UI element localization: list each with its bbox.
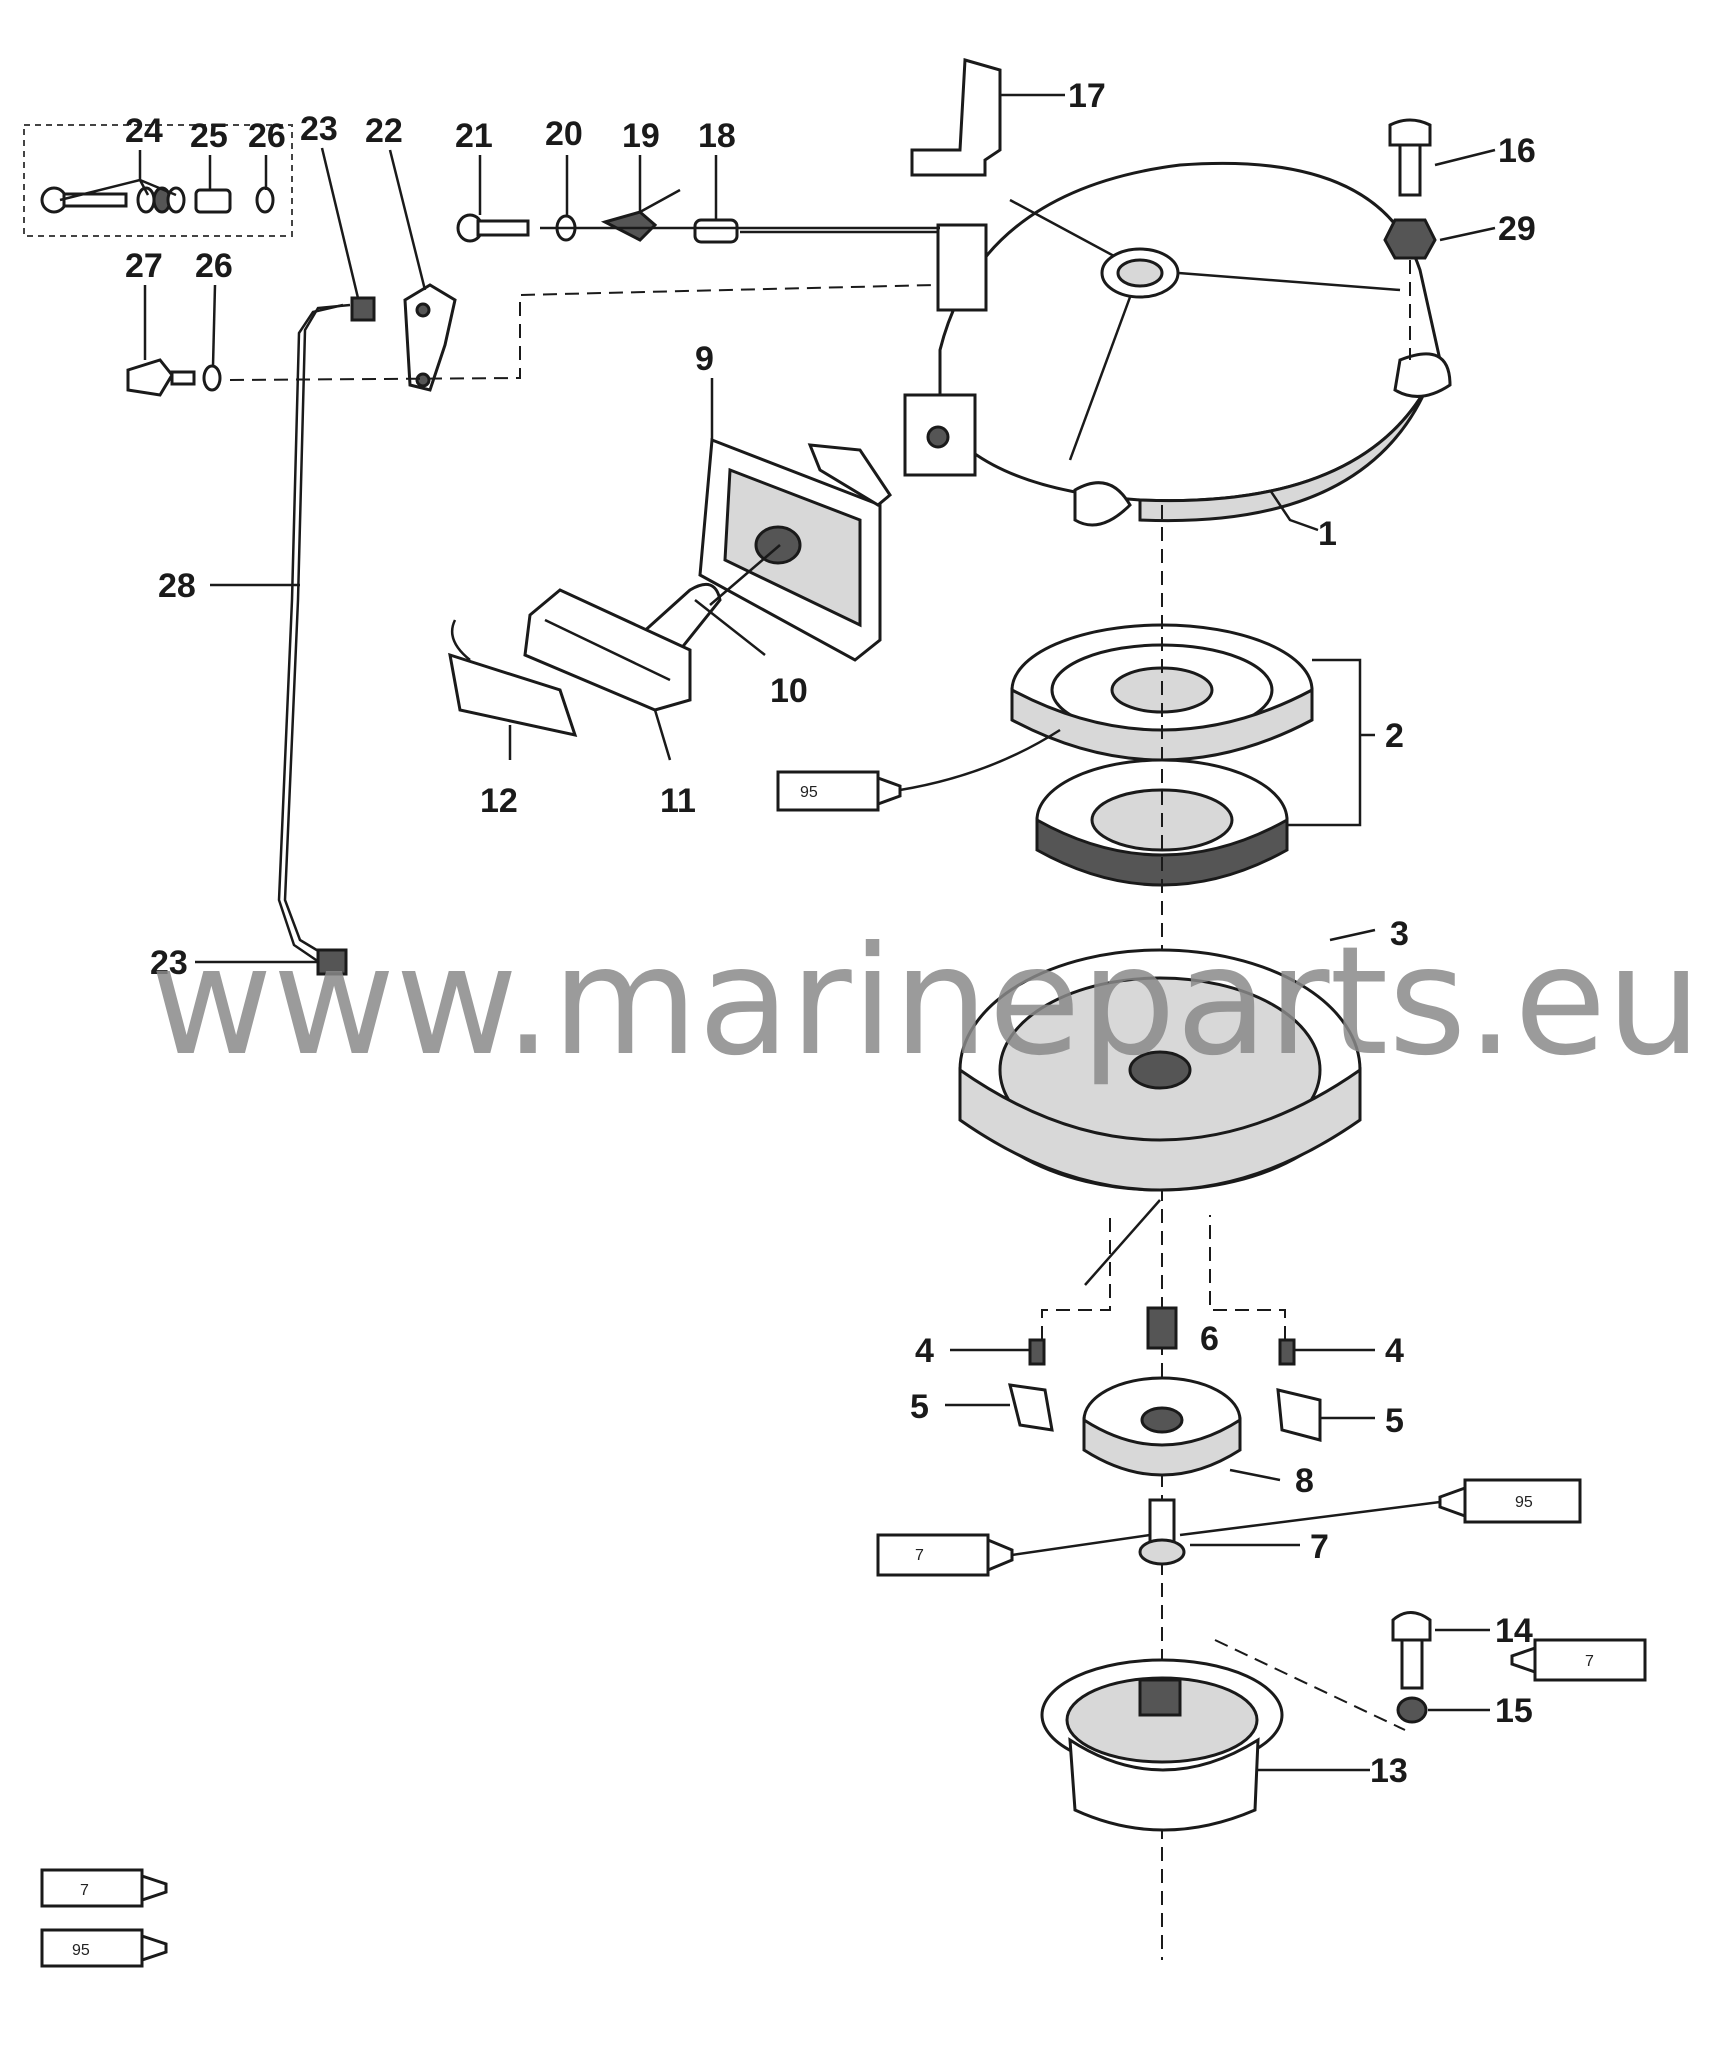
callout-26b: 26 xyxy=(195,247,233,285)
part-16-bolt xyxy=(1388,118,1496,197)
callout-4b: 4 xyxy=(1385,1332,1404,1370)
svg-text:7: 7 xyxy=(1585,1653,1594,1670)
part-5-pawl-right xyxy=(1276,1388,1375,1442)
callout-10: 10 xyxy=(770,672,808,710)
callout-5b: 5 xyxy=(1385,1402,1404,1440)
callout-28: 28 xyxy=(158,567,196,605)
callout-7: 7 xyxy=(1310,1528,1329,1566)
part-26-washer xyxy=(255,186,275,214)
legend-tube-7: 7 xyxy=(40,1868,168,1908)
svg-text:7: 7 xyxy=(80,1882,89,1899)
part-29-nut xyxy=(1383,218,1496,260)
part-9-grip-bracket xyxy=(807,443,892,507)
callout-27: 27 xyxy=(125,247,163,285)
part-1-starter-housing xyxy=(903,161,1452,527)
svg-text:95: 95 xyxy=(1515,1494,1533,1511)
svg-text:7: 7 xyxy=(915,1547,924,1564)
part-13-starter-cup xyxy=(1040,1658,1370,1832)
part-6-spring xyxy=(1146,1306,1178,1350)
part-18-sleeve xyxy=(693,218,739,244)
part-14-bolt xyxy=(1391,1611,1490,1690)
callout-8: 8 xyxy=(1295,1462,1314,1500)
callout-5a: 5 xyxy=(910,1388,929,1426)
part-28-rod xyxy=(210,303,351,964)
callout-3: 3 xyxy=(1390,915,1409,953)
part-10-rope-cord xyxy=(637,544,781,656)
svg-text:95: 95 xyxy=(72,1942,90,1959)
part-5-pawl-left xyxy=(945,1383,1054,1432)
tube-95-right: 95 xyxy=(1179,1478,1582,1537)
callout-13: 13 xyxy=(1370,1752,1408,1790)
part-17-lever xyxy=(910,58,1065,177)
callout-26a: 26 xyxy=(248,117,286,155)
part-23-clip-bottom xyxy=(195,948,348,976)
part-4-spring-left xyxy=(950,1338,1046,1366)
callout-29: 29 xyxy=(1498,210,1536,248)
part-7-screw xyxy=(1138,1498,1300,1566)
watermark-text: www.marineparts.eu xyxy=(150,915,1702,1089)
callout-9: 9 xyxy=(695,340,714,378)
part-24-screw-washers xyxy=(40,186,186,214)
part-8-ratchet xyxy=(1082,1376,1281,1482)
part-25-bushing xyxy=(194,188,232,214)
callout-12: 12 xyxy=(480,782,518,820)
part-26-washer-lower xyxy=(202,364,222,392)
part-23-clip-top xyxy=(350,296,376,322)
callout-21: 21 xyxy=(455,117,493,155)
legend-tube-95: 95 xyxy=(40,1928,168,1968)
callout-17: 17 xyxy=(1068,77,1106,115)
callout-25: 25 xyxy=(190,117,228,155)
callout-14: 14 xyxy=(1495,1612,1533,1650)
callout-16: 16 xyxy=(1498,132,1536,170)
callout-1: 1 xyxy=(1318,515,1337,553)
tube-7-right: 7 xyxy=(1510,1638,1647,1682)
part-27-knob xyxy=(126,358,196,397)
callout-2: 2 xyxy=(1385,717,1404,755)
callout-6: 6 xyxy=(1200,1320,1219,1358)
callout-19: 19 xyxy=(622,117,660,155)
part-4-spring-right xyxy=(1278,1338,1375,1366)
part-11-handle-insert xyxy=(523,588,692,761)
callout-23a: 23 xyxy=(300,110,338,148)
svg-text:95: 95 xyxy=(800,784,818,801)
tube-95-left: 95 xyxy=(776,728,1061,812)
callout-11: 11 xyxy=(660,782,696,820)
callout-15: 15 xyxy=(1495,1692,1533,1730)
tube-7-left: 7 xyxy=(876,1533,1151,1577)
part-19-clip xyxy=(600,188,681,242)
part-15-washer xyxy=(1396,1696,1490,1724)
callout-20: 20 xyxy=(545,115,583,153)
callout-23b: 23 xyxy=(150,944,188,982)
callout-24: 24 xyxy=(125,112,163,150)
part-9-handle xyxy=(698,437,882,662)
callout-22: 22 xyxy=(365,112,403,150)
callout-18: 18 xyxy=(698,117,736,155)
part-22-plate xyxy=(403,283,457,392)
part-12-cap xyxy=(448,619,578,760)
part-21-screw xyxy=(456,213,530,243)
inset-box xyxy=(23,124,293,237)
callout-4a: 4 xyxy=(915,1332,934,1370)
part-3-pulley xyxy=(958,928,1376,1286)
